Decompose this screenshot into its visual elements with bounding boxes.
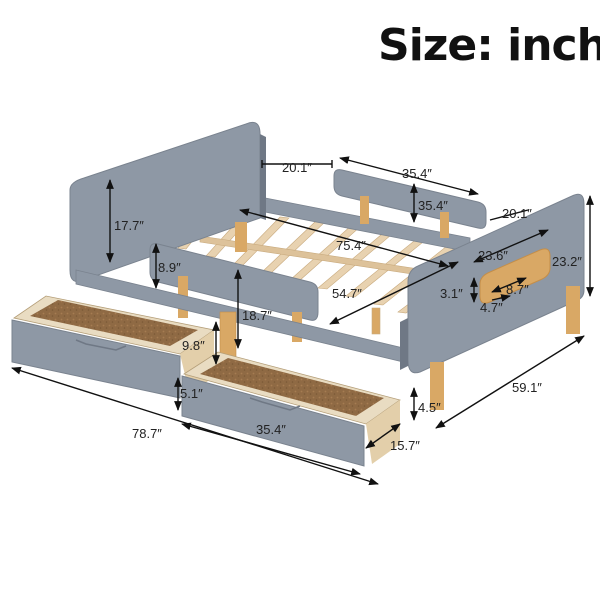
dim-total-length: 78.7″ — [132, 426, 162, 441]
dim-headboard-height: 17.7″ — [114, 218, 144, 233]
drawer-right — [181, 351, 401, 467]
dim-footboard-gap: 20.1″ — [502, 206, 532, 221]
page-title: Size: inch — [378, 20, 600, 71]
dim-guard-height: 8.9″ — [158, 260, 181, 275]
dim-guardrail-length: 35.4″ — [402, 166, 432, 181]
dim-headboard-gap: 20.1″ — [282, 160, 312, 175]
dim-drawer-front-height: 5.1″ — [180, 386, 203, 401]
dim-cutout-height: 3.1″ — [440, 286, 463, 301]
dim-guardrail-height: 35.4″ — [418, 198, 448, 213]
dim-inner-length: 75.4″ — [336, 238, 366, 253]
dim-drawer-depth: 15.7″ — [390, 438, 420, 453]
dim-leg-height: 9.8″ — [182, 338, 205, 353]
dim-footboard-cutout-width: 23.6″ — [478, 248, 508, 263]
dim-footboard-height: 23.2″ — [552, 254, 582, 269]
dim-side-height: 18.7″ — [242, 308, 272, 323]
dim-drawer-height: 4.5″ — [418, 400, 441, 415]
dim-cutout-depth: 4.7″ — [480, 300, 503, 315]
dim-cutout-inner: 8.7″ — [506, 282, 529, 297]
dimension-lines — [11, 156, 594, 486]
dim-drawer-length: 35.4″ — [256, 422, 286, 437]
dimension-labels: 17.7″ 20.1″ 35.4″ 35.4″ 20.1″ 75.4″ 8.9″… — [114, 160, 582, 453]
dim-total-width: 59.1″ — [512, 380, 542, 395]
dim-inner-width: 54.7″ — [332, 286, 362, 301]
